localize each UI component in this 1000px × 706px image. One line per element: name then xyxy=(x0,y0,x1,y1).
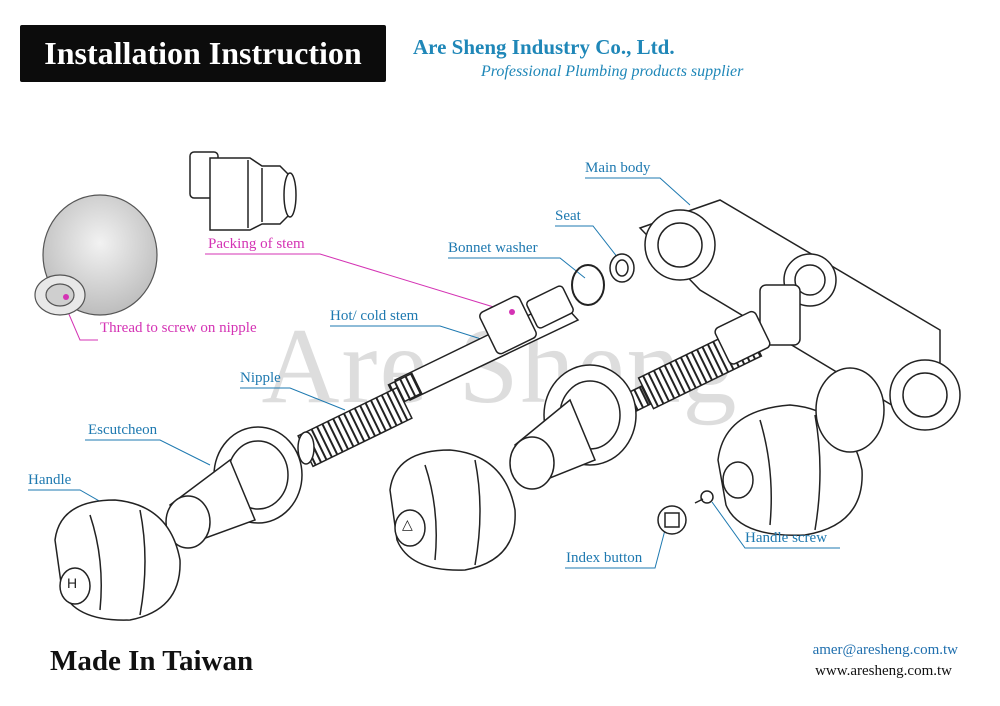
leader-escutcheon xyxy=(85,439,211,466)
page-title: Installation Instruction xyxy=(20,25,386,82)
leader-packing xyxy=(205,253,511,313)
handle-middle xyxy=(389,449,516,571)
handle-screw-part xyxy=(694,490,714,504)
handle-right xyxy=(717,367,885,536)
hot-mark: H xyxy=(67,575,78,591)
company-tagline: Professional Plumbing products supplier xyxy=(481,63,744,80)
made-in-label: Made In Taiwan xyxy=(50,645,254,677)
label-handle-screw: Handle screw xyxy=(745,530,828,546)
seat-part xyxy=(609,253,635,283)
leader-nipple xyxy=(240,387,346,411)
label-main-body: Main body xyxy=(585,160,651,176)
escutcheon-left xyxy=(165,426,303,549)
leader-bonnet-washer xyxy=(448,257,586,279)
company-name: Are Sheng Industry Co., Ltd. xyxy=(413,35,675,59)
connector-fitting xyxy=(189,151,297,231)
handle-left xyxy=(54,499,181,621)
label-thread-to-screw: Thread to screw on nipple xyxy=(100,320,257,336)
escutcheon-middle xyxy=(509,364,637,490)
email-link[interactable]: amer@aresheng.com.tw xyxy=(812,642,958,658)
main-body xyxy=(638,199,961,431)
leader-main-body xyxy=(585,177,691,206)
stem-right xyxy=(620,310,771,415)
cold-mark: △ xyxy=(402,517,413,533)
label-handle: Handle xyxy=(28,472,72,488)
label-seat: Seat xyxy=(555,208,581,224)
label-bonnet-washer: Bonnet washer xyxy=(448,240,538,256)
bonnet-washer-part xyxy=(571,264,605,306)
label-escutcheon: Escutcheon xyxy=(88,422,158,438)
label-packing-of-stem: Packing of stem xyxy=(208,236,305,252)
index-button-part xyxy=(657,505,687,535)
label-index-button: Index button xyxy=(566,550,643,566)
label-hot-cold-stem: Hot/ cold stem xyxy=(330,308,419,324)
stem-left xyxy=(387,285,580,406)
leader-handle-screw xyxy=(711,501,840,549)
leader-index-button xyxy=(565,529,666,569)
escutcheon-cap xyxy=(34,194,158,316)
label-nipple: Nipple xyxy=(240,370,281,386)
website-link[interactable]: www.aresheng.com.tw xyxy=(815,663,952,679)
nipple-part xyxy=(297,386,413,468)
leader-seat xyxy=(555,225,619,259)
